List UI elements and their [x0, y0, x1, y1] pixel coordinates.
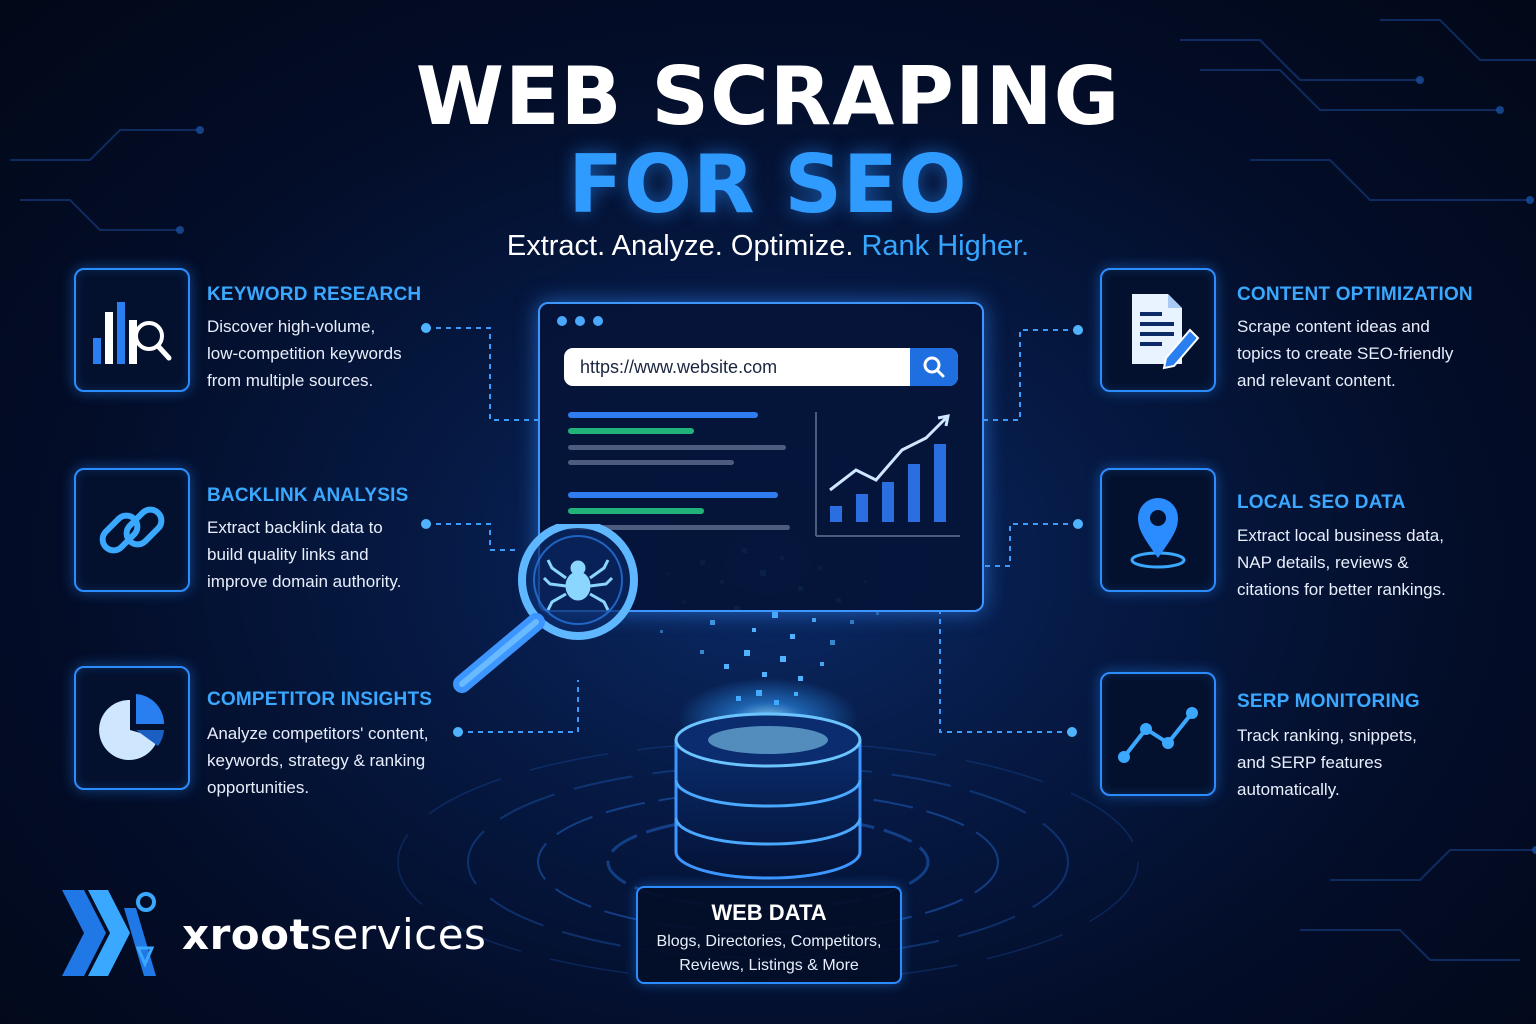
trend-line-icon: [1100, 672, 1216, 796]
tagline: Extract. Analyze. Optimize. Rank Higher.: [0, 230, 1536, 263]
feature-desc-content-optimization: Scrape content ideas and topics to creat…: [1237, 317, 1454, 390]
xroot-logo-icon: [62, 890, 156, 976]
feature-title-content-optimization: CONTENT OPTIMIZATION: [1237, 284, 1473, 305]
web-data-desc: Blogs, Directories, Competitors, Reviews…: [656, 933, 882, 974]
chain-link-icon: [74, 468, 190, 592]
logo-text-light: services: [310, 910, 487, 959]
logo-text-bold: xroot: [182, 910, 311, 959]
search-icon: [923, 356, 945, 378]
pie-chart-icon: [74, 666, 190, 790]
feature-desc-backlink-analysis: Extract backlink data to build quality l…: [207, 518, 402, 591]
feature-desc-keyword-research: Discover high-volume, low-competition ke…: [207, 317, 402, 390]
logo-wordmark: xrootservices: [182, 910, 486, 959]
feature-title-local-seo-data: LOCAL SEO DATA: [1237, 492, 1406, 513]
tagline-accent: Rank Higher.: [861, 230, 1030, 262]
feature-title-serp-monitoring: SERP MONITORING: [1237, 691, 1420, 712]
tagline-main: Extract. Analyze. Optimize.: [506, 230, 854, 262]
feature-title-keyword-research: KEYWORD RESEARCH: [207, 284, 422, 305]
web-data-box: WEB DATA Blogs, Directories, Competitors…: [636, 886, 902, 984]
location-pin-icon: [1100, 468, 1216, 592]
url-text: https://www.website.com: [580, 357, 778, 377]
document-pencil-icon: [1100, 268, 1216, 392]
feature-desc-competitor-insights: Analyze competitors' content, keywords, …: [207, 724, 429, 797]
page-title-line2: FOR SEO: [568, 138, 968, 231]
search-button[interactable]: [910, 348, 958, 386]
browser-content-graphic: [568, 412, 960, 537]
url-bar[interactable]: https://www.website.com: [564, 348, 958, 386]
feature-desc-serp-monitoring: Track ranking, snippets, and SERP featur…: [1237, 726, 1417, 799]
feature-desc-local-seo-data: Extract local business data, NAP details…: [1237, 526, 1446, 599]
spider-magnifier-icon: [453, 524, 638, 693]
feature-title-backlink-analysis: BACKLINK ANALYSIS: [207, 485, 409, 506]
window-dots-icon: [557, 316, 603, 326]
page-title-line1: WEB SCRAPING: [415, 50, 1121, 143]
web-data-title: WEB DATA: [711, 900, 827, 925]
feature-title-competitor-insights: COMPETITOR INSIGHTS: [207, 689, 433, 710]
bar-chart-magnifier-icon: [74, 268, 190, 392]
database-icon: [674, 712, 862, 880]
